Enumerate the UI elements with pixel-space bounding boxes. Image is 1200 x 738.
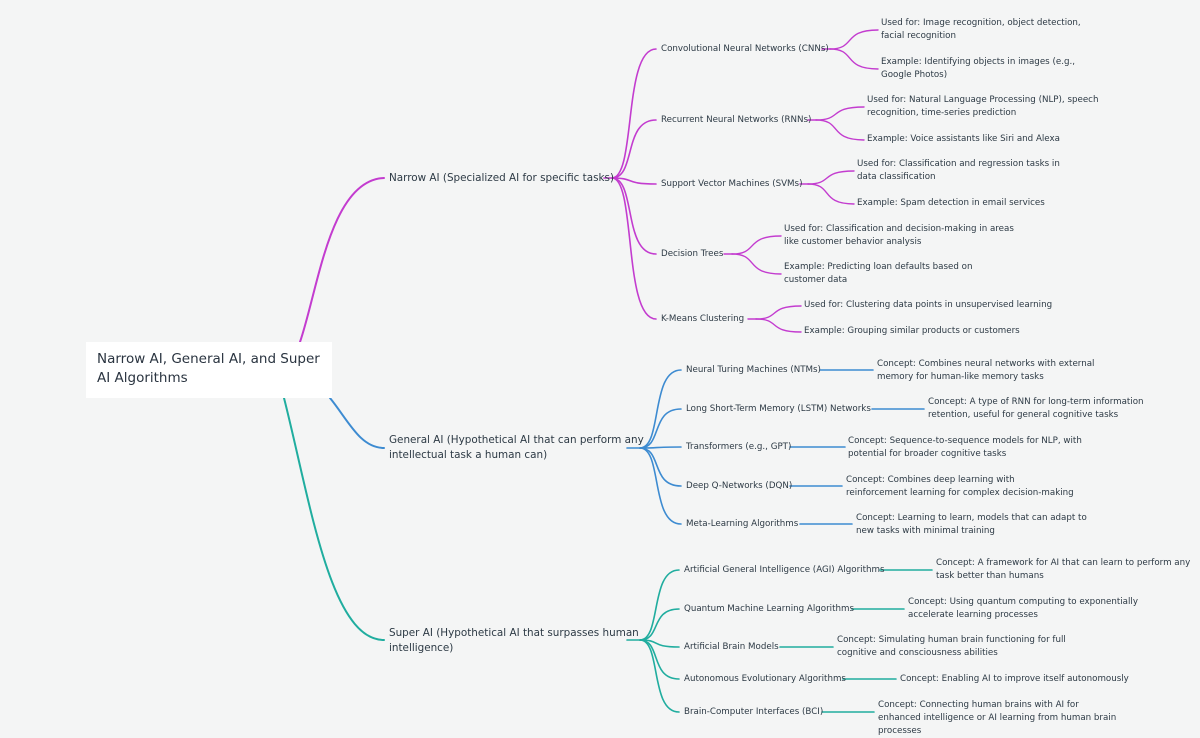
root-topic[interactable]: Narrow AI, General AI, and Super AI Algo… (86, 342, 332, 398)
topic-svm[interactable]: Support Vector Machines (SVMs) (661, 179, 803, 189)
detail-ntm-concept: Concept: Combines neural networks with e… (877, 359, 1095, 382)
link-general-dqn (639, 447, 682, 487)
link-rnn-detail-1 (815, 106, 865, 121)
branch-general-ai[interactable]: General AI (Hypothetical AI that can per… (389, 434, 644, 461)
link-kmeans-detail-2 (755, 318, 802, 333)
detail-rnn-used-for: Used for: Natural Language Processing (N… (867, 95, 1099, 118)
link-general-transformers (639, 446, 682, 449)
link-kmeans-detail-1 (755, 305, 802, 320)
topic-meta-learning[interactable]: Meta-Learning Algorithms (686, 519, 799, 529)
topic-brain-models[interactable]: Artificial Brain Models (684, 642, 779, 652)
link-root-general (329, 397, 385, 449)
detail-evolutionary-concept: Concept: Enabling AI to improve itself a… (900, 674, 1129, 684)
topic-evolutionary[interactable]: Autonomous Evolutionary Algorithms (684, 674, 846, 684)
detail-quantum-ml-concept: Concept: Using quantum computing to expo… (908, 597, 1138, 620)
topic-bci[interactable]: Brain-Computer Interfaces (BCI) (684, 707, 824, 717)
link-narrow-cnn (611, 48, 657, 179)
topic-quantum-ml[interactable]: Quantum Machine Learning Algorithms (684, 604, 854, 614)
topic-dqn[interactable]: Deep Q-Networks (DQN) (686, 481, 793, 491)
link-narrow-rnn (611, 119, 657, 179)
link-general-ntm (639, 369, 682, 449)
link-dt-detail-2 (731, 253, 782, 275)
topic-decision-trees[interactable]: Decision Trees (661, 249, 724, 259)
detail-dt-example: Example: Predicting loan defaults based … (784, 262, 973, 285)
detail-meta-learning-concept: Concept: Learning to learn, models that … (856, 513, 1087, 536)
branch-narrow-ai[interactable]: Narrow AI (Specialized AI for specific t… (389, 172, 614, 184)
detail-dqn-concept: Concept: Combines deep learning with rei… (846, 475, 1074, 498)
detail-cnn-used-for: Used for: Image recognition, object dete… (881, 18, 1081, 41)
detail-transformers-concept: Concept: Sequence-to-sequence models for… (848, 436, 1082, 459)
topic-cnn[interactable]: Convolutional Neural Networks (CNNs) (661, 44, 829, 54)
link-super-quantum (639, 608, 680, 641)
topic-rnn[interactable]: Recurrent Neural Networks (RNNs) (661, 115, 812, 125)
link-dt-detail-1 (731, 235, 782, 255)
link-cnn-detail-1 (829, 29, 879, 50)
detail-dt-used-for: Used for: Classification and decision-ma… (784, 224, 1014, 247)
detail-rnn-example: Example: Voice assistants like Siri and … (867, 134, 1060, 144)
detail-svm-example: Example: Spam detection in email service… (857, 198, 1045, 208)
detail-bci-concept: Concept: Connecting human brains with AI… (878, 700, 1117, 736)
topic-agi[interactable]: Artificial General Intelligence (AGI) Al… (684, 565, 885, 575)
link-svm-detail-2 (807, 183, 855, 205)
topic-transformers[interactable]: Transformers (e.g., GPT) (686, 442, 792, 452)
detail-kmeans-example: Example: Grouping similar products or cu… (804, 326, 1020, 336)
topic-lstm[interactable]: Long Short-Term Memory (LSTM) Networks (686, 404, 871, 414)
link-narrow-svm (611, 177, 657, 185)
detail-brain-models-concept: Concept: Simulating human brain function… (837, 635, 1066, 658)
link-cnn-detail-2 (829, 48, 879, 70)
link-general-lstm (639, 408, 682, 449)
link-narrow-kmeans (611, 177, 657, 320)
detail-cnn-example: Example: Identifying objects in images (… (881, 57, 1075, 80)
detail-svm-used-for: Used for: Classification and regression … (857, 159, 1060, 182)
link-super-agi (639, 569, 680, 641)
link-general-meta (639, 447, 682, 525)
detail-agi-concept: Concept: A framework for AI that can lea… (936, 558, 1191, 581)
link-root-narrow (299, 177, 385, 343)
detail-lstm-concept: Concept: A type of RNN for long-term inf… (928, 397, 1144, 420)
topic-kmeans[interactable]: K-Means Clustering (661, 314, 745, 324)
link-rnn-detail-2 (815, 119, 865, 141)
topic-ntm[interactable]: Neural Turing Machines (NTMs) (686, 365, 821, 375)
detail-kmeans-used-for: Used for: Clustering data points in unsu… (804, 300, 1053, 310)
link-super-bci (639, 639, 680, 713)
link-root-super (283, 397, 385, 641)
branch-super-ai[interactable]: Super AI (Hypothetical AI that surpasses… (389, 627, 639, 654)
link-svm-detail-1 (807, 170, 855, 185)
link-narrow-dt (611, 177, 657, 255)
